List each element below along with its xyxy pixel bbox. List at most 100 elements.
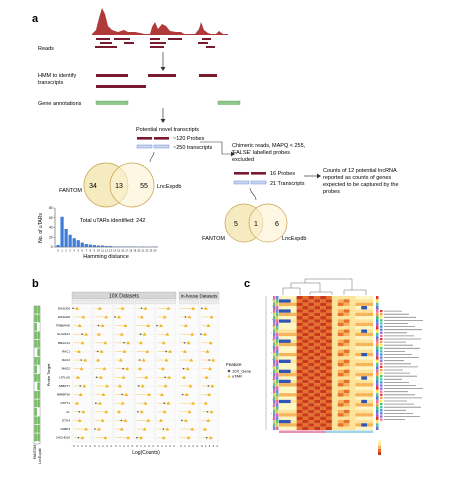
heatmap-cell	[302, 359, 309, 364]
heatmap-cell	[284, 332, 291, 337]
row-annotation-cell	[273, 342, 276, 347]
utar-marker	[139, 341, 143, 345]
heatmap-cell	[331, 409, 338, 414]
heatmap-cell	[308, 329, 315, 333]
heatmap-cell	[355, 363, 362, 367]
heatmap-cell	[367, 359, 374, 364]
heatmap-cell	[320, 356, 327, 360]
right-annotation-cell	[376, 376, 379, 380]
heatmap-cell	[290, 296, 297, 300]
gene-marker	[122, 367, 124, 370]
heatmap-cell	[326, 339, 332, 343]
heatmap-cell	[302, 336, 309, 340]
row-annotation-cell	[276, 346, 279, 350]
legend-swatch	[380, 313, 383, 316]
gene-marker	[94, 428, 96, 430]
row-annotation-cell	[273, 316, 276, 320]
row-annotation-cell	[273, 383, 276, 387]
facet-xtick: 4	[173, 444, 175, 448]
heatmap-cell	[331, 309, 338, 313]
heatmap-cell	[314, 356, 321, 360]
row-annotation-cell	[273, 376, 276, 380]
legend-utar-marker	[227, 374, 231, 378]
row-annotation-cell	[273, 299, 276, 303]
utar-marker	[121, 375, 126, 379]
utar-marker	[184, 323, 188, 327]
heatmap-cell	[361, 342, 368, 347]
column-annotation-cell	[331, 430, 338, 433]
right-annotation-cell	[376, 306, 379, 310]
row-annotation-cell	[276, 406, 279, 410]
heatmap-cell	[296, 309, 303, 313]
heatmap-cell	[290, 396, 297, 400]
heatmap-cell	[290, 322, 297, 327]
heatmap-cell	[343, 396, 350, 400]
utar-marker	[140, 410, 144, 414]
heatmap-cell	[302, 369, 309, 374]
heatmap-cell	[343, 296, 350, 300]
right-annotation-cell	[376, 403, 379, 407]
utar-marker	[143, 306, 148, 310]
utar-marker	[189, 358, 194, 362]
heatmap-cell	[355, 423, 362, 427]
heatmap-cell	[302, 332, 309, 337]
heatmap-cell	[290, 383, 297, 387]
heatmap-cell	[367, 316, 374, 320]
heatmap-cell	[337, 396, 344, 400]
utar-marker	[207, 392, 211, 396]
heatmap-cell	[361, 366, 368, 370]
utar-marker	[145, 349, 150, 353]
utar-marker	[75, 401, 79, 405]
utar-marker	[79, 366, 84, 371]
heatmap-cell	[343, 302, 350, 307]
facet-strip	[199, 299, 220, 305]
hist-xtick-8: 8	[90, 249, 92, 253]
side-cell-fantom	[34, 391, 37, 399]
heatmap-cell	[361, 326, 368, 330]
heatmap-cell	[331, 302, 338, 307]
heatmap-cell	[308, 296, 315, 300]
heatmap-cell	[290, 419, 297, 424]
heatmap-cell	[326, 396, 332, 400]
heatmap-cell	[284, 319, 291, 323]
heatmap-cell	[314, 426, 321, 431]
heatmap-cell	[279, 373, 285, 377]
colour-key-cell	[378, 443, 381, 446]
heatmap-cell	[308, 389, 315, 394]
heatmap-cell	[314, 332, 321, 337]
legend-swatch	[380, 399, 383, 403]
heatmap-cell	[308, 426, 315, 431]
row-annotation-cell	[276, 369, 279, 374]
counts-line1: Counts of 12 potential lncRNA	[323, 168, 397, 174]
heatmap-cell	[284, 419, 291, 424]
side-cell-fantom	[34, 323, 37, 331]
row-annotation-cell	[276, 319, 279, 323]
heatmap-cell	[284, 409, 291, 414]
heatmap-cell	[314, 342, 321, 347]
hist-xtick-15: 15	[117, 249, 120, 253]
heatmap-cell	[302, 389, 309, 394]
heatmap-cell	[308, 403, 315, 407]
heatmap-cell	[290, 329, 297, 333]
utar-marker	[77, 418, 82, 422]
utar-marker	[125, 366, 129, 371]
utar-marker	[100, 418, 105, 422]
utar-marker	[140, 315, 144, 319]
venn2-left-count: 5	[234, 221, 238, 228]
heatmap-cell	[314, 359, 321, 364]
heatmap-cell	[367, 346, 374, 350]
heatmap-cell	[337, 329, 344, 333]
heatmap-cell	[367, 416, 374, 420]
hist-bar-5	[76, 240, 80, 247]
heatmap-cell	[355, 413, 362, 417]
utar-marker	[209, 315, 214, 319]
heatmap-cell	[326, 316, 332, 320]
utar-marker	[117, 410, 121, 414]
heatmap-cell	[314, 409, 321, 414]
legend-swatch	[380, 356, 383, 359]
row-annotation-cell	[276, 413, 279, 417]
row-annotation-cell	[276, 309, 279, 313]
utar-marker	[119, 427, 124, 431]
heatmap-cell	[314, 366, 321, 370]
heatmap-cell	[308, 359, 315, 364]
